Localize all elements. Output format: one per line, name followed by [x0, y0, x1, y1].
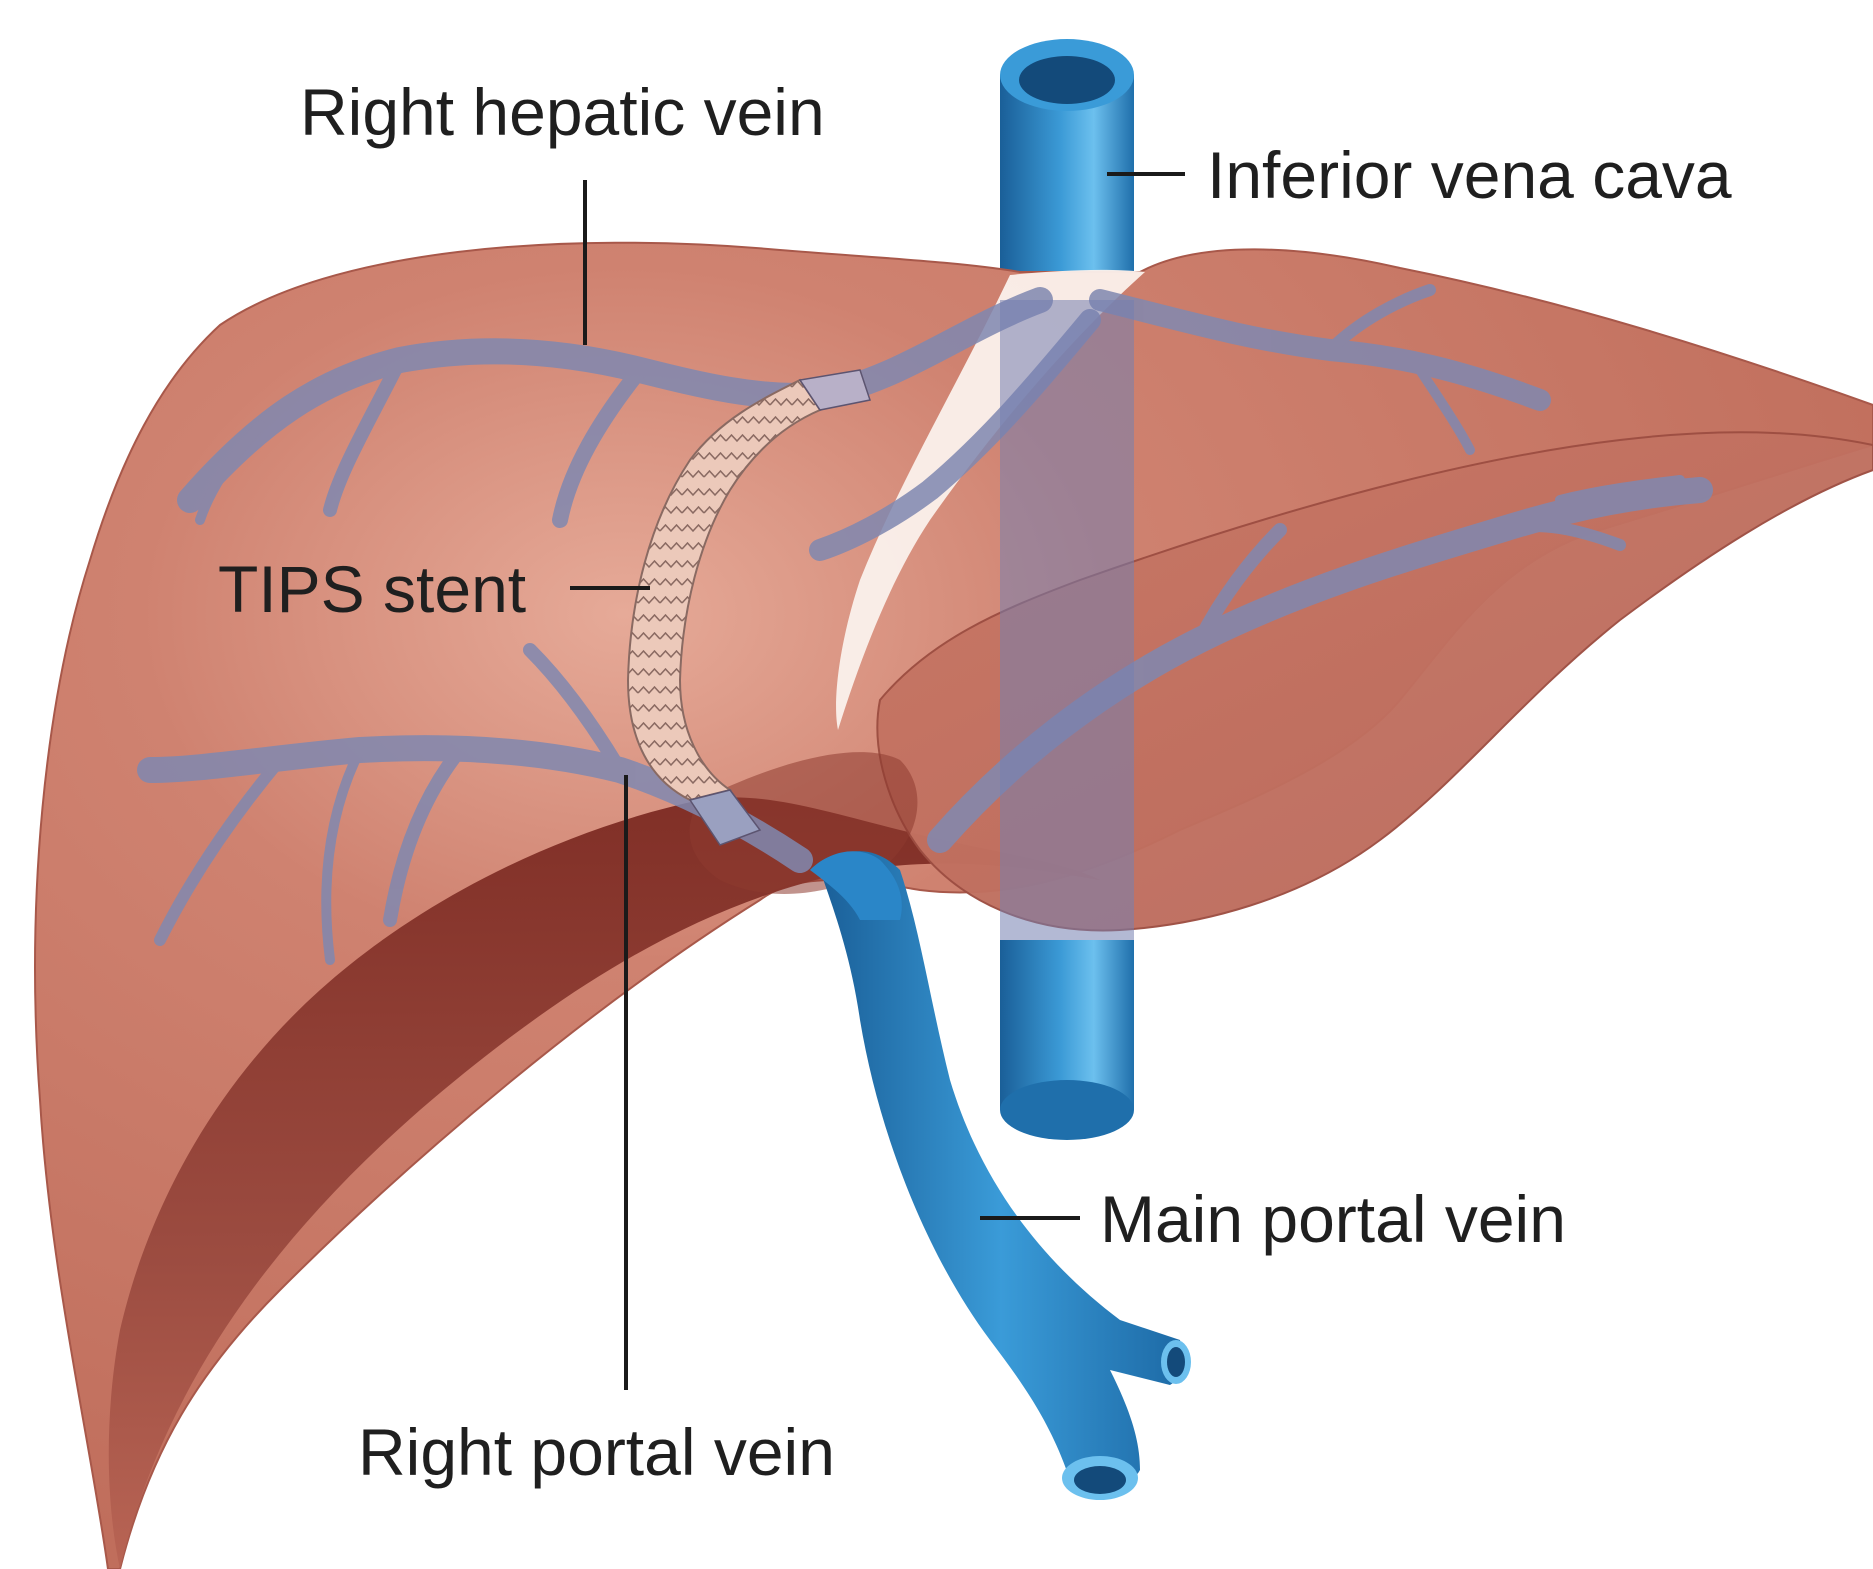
main-portal-vein-label: Main portal vein [1100, 1182, 1566, 1256]
ivc-intrahepatic [1000, 300, 1134, 950]
right-portal-vein-label: Right portal vein [358, 1415, 835, 1489]
ivc-lower-vessel [1000, 940, 1134, 1140]
right-hepatic-vein-label: Right hepatic vein [300, 75, 825, 149]
inferior-vena-cava-label: Inferior vena cava [1207, 138, 1732, 212]
tips-stent-label: TIPS stent [218, 552, 526, 626]
